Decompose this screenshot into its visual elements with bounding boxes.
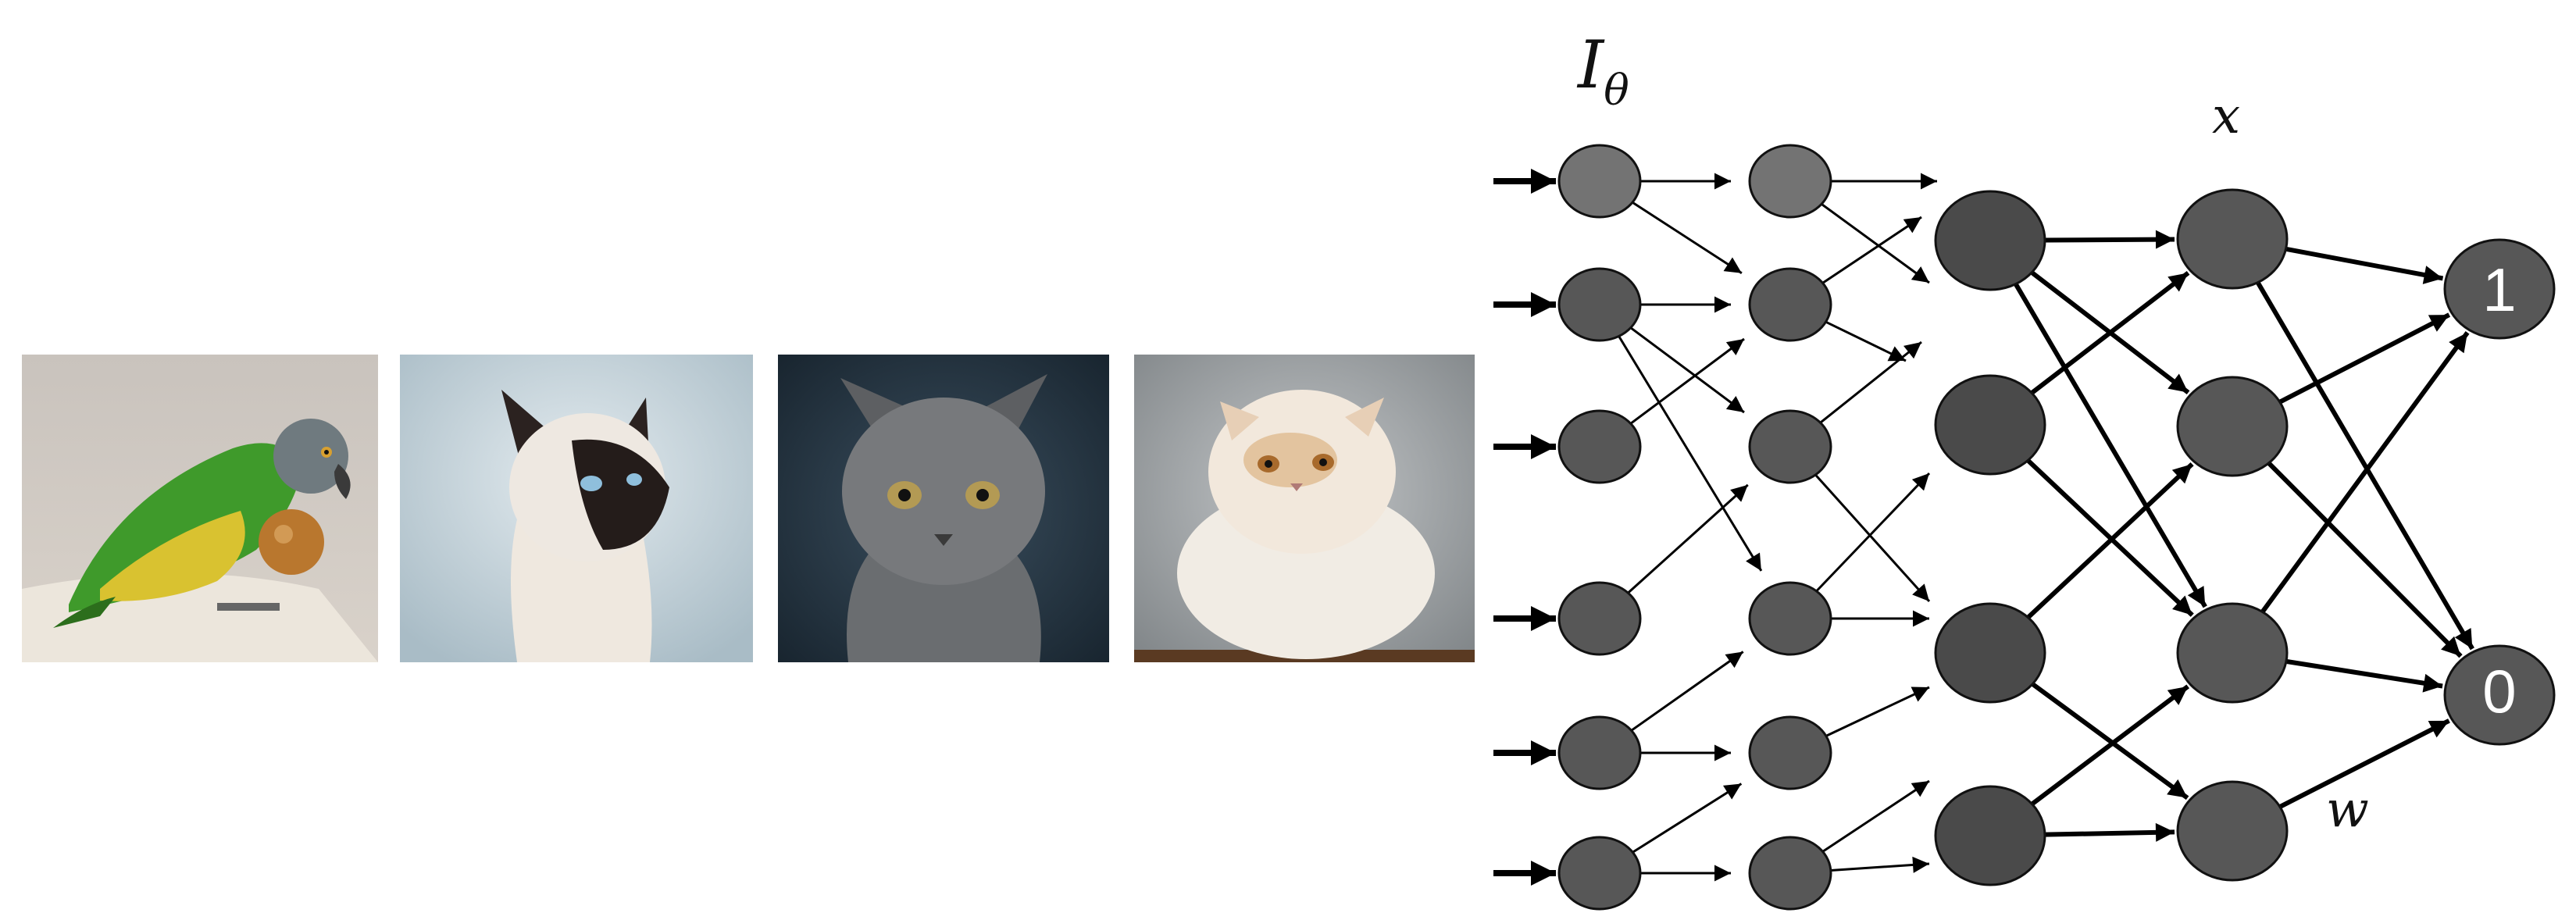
classifier-edge (2014, 283, 2207, 608)
generator-node (1557, 715, 1642, 790)
generator-output-edge (1821, 203, 1930, 284)
generator-output-edge (1819, 341, 1922, 424)
generator-edge (1629, 326, 1745, 414)
generator-node (1748, 409, 1832, 484)
output-edge (2256, 281, 2474, 651)
generator-output-edge (1814, 474, 1931, 603)
classifier-edge (2044, 822, 2175, 842)
classifier-edge (2026, 462, 2194, 619)
generator-edge (1632, 201, 1743, 275)
weight-label: w (2326, 781, 2369, 839)
generator-edge (1627, 483, 1749, 594)
output-edge (2260, 331, 2470, 614)
generator-edge (1632, 783, 1743, 854)
generator-output-edge (1821, 216, 1922, 284)
classifier-edge (2031, 682, 2189, 801)
generator-output-edge (1830, 856, 1930, 873)
output-edge (2285, 658, 2443, 693)
classifier-input-node (1934, 374, 2046, 476)
feature-node (2176, 376, 2289, 477)
generator-edge (1629, 337, 1745, 425)
generator-node (1748, 836, 1832, 911)
generator-output-edge (1821, 779, 1930, 853)
generator-node (1557, 836, 1642, 911)
output-node (2443, 238, 2556, 340)
generator-node (1748, 581, 1832, 656)
generator-node (1557, 581, 1642, 656)
generator-edge (1618, 335, 1763, 572)
output-label-0: 0 (2482, 657, 2516, 726)
classifier-input-node (1934, 190, 2046, 291)
classifier-edge (2030, 270, 2190, 395)
generator-output-edge (1815, 472, 1931, 592)
feature-label: x (2212, 87, 2240, 145)
feature-node (2176, 780, 2289, 882)
generator-edge (1630, 651, 1744, 732)
generator-node (1557, 409, 1642, 484)
output-node (2443, 644, 2556, 746)
siamese-cat-image (400, 355, 753, 662)
generator-node (1557, 144, 1642, 219)
classifier-edge (2044, 230, 2175, 249)
generator-node (1748, 267, 1832, 342)
classifier-input-node (1934, 785, 2046, 886)
feature-node (2176, 602, 2289, 704)
output-label-1: 1 (2482, 255, 2516, 324)
generator-output-edge (1825, 320, 1907, 362)
feature-node (2176, 188, 2289, 290)
classifier-edge (2030, 684, 2189, 806)
generator-label: Iθ (1576, 27, 1629, 115)
generator-output-edge (1825, 686, 1930, 737)
output-edge (2278, 312, 2451, 405)
classifier-input-node (1934, 602, 2046, 704)
output-edge (2285, 246, 2444, 284)
generator-node (1748, 715, 1832, 790)
parrot-image (22, 355, 378, 662)
generator-node (1557, 267, 1642, 342)
generator-node (1748, 144, 1832, 219)
output-edge (2278, 719, 2450, 809)
grey-cat-image (778, 355, 1109, 662)
persian-cat-image (1134, 355, 1475, 662)
output-edge (2267, 461, 2463, 658)
